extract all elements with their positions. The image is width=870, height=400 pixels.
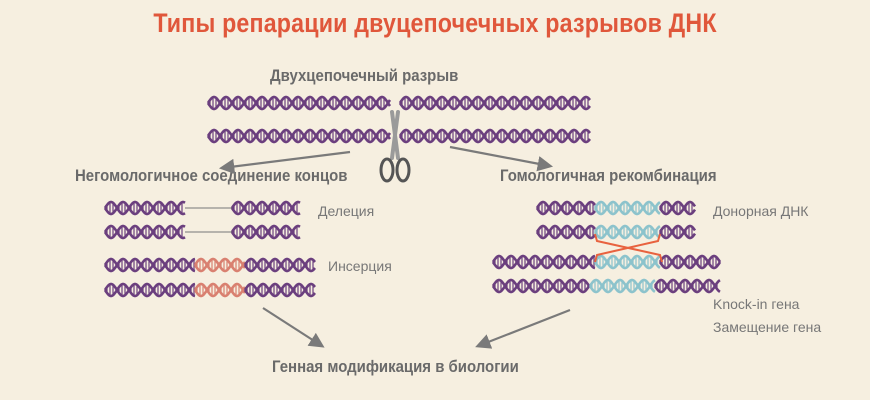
- donor-flank: [658, 200, 697, 216]
- arrow-left-to-bottom: [262, 307, 325, 348]
- deletion-strand: [230, 224, 301, 240]
- target-strand: [491, 254, 596, 270]
- deletion-label: Делеция: [318, 203, 375, 219]
- donor-flank: [658, 224, 697, 240]
- deletion-gap-lines: [185, 207, 232, 233]
- donor-dna-label: Донорная ДНК: [713, 203, 809, 219]
- gene-replacement-label: Замещение гена: [713, 319, 822, 335]
- dna-strand-top-left: [206, 95, 392, 111]
- deletion-strand: [103, 224, 186, 240]
- gene-modification-label: Генная модификация в биологии: [272, 357, 519, 376]
- donor-segment: [593, 200, 661, 216]
- insertion-strand: [243, 257, 316, 273]
- homologous-recombination-heading: Гомологичная рекомбинация: [500, 166, 717, 185]
- recombined-segment: [588, 278, 656, 294]
- arrow-to-nhej: [218, 150, 351, 175]
- target-strand: [658, 254, 722, 270]
- donor-flank: [535, 200, 596, 216]
- insertion-strand: [243, 282, 316, 298]
- inserted-segment: [193, 257, 247, 273]
- deletion-strand: [230, 200, 301, 216]
- knock-in-label: Knock-in гена: [713, 296, 800, 312]
- dna-strand-top-right: [398, 128, 591, 144]
- donor-segment: [593, 224, 661, 240]
- dna-strand-top-right: [398, 95, 591, 111]
- target-strand: [491, 278, 592, 294]
- donor-flank: [535, 224, 596, 240]
- recombined-segment: [593, 254, 661, 270]
- deletion-strand: [103, 200, 186, 216]
- double-strand-break-label: Двухцепочечный разрыв: [270, 66, 459, 85]
- scissors-icon: [379, 110, 411, 183]
- nhej-heading: Негомологичное соединение концов: [75, 166, 348, 185]
- arrow-to-hr: [449, 145, 554, 172]
- page-title: Типы репарации двуцепочечных разрывов ДН…: [153, 8, 717, 38]
- arrow-right-to-bottom: [475, 308, 571, 349]
- dna-strand-top-left: [206, 128, 392, 144]
- insertion-label: Инсерция: [328, 258, 392, 274]
- insertion-strand: [103, 257, 196, 273]
- crossover-lines: [594, 233, 663, 263]
- target-strand: [653, 278, 721, 294]
- inserted-segment: [193, 282, 247, 298]
- insertion-strand: [103, 282, 196, 298]
- arrows: [218, 145, 571, 349]
